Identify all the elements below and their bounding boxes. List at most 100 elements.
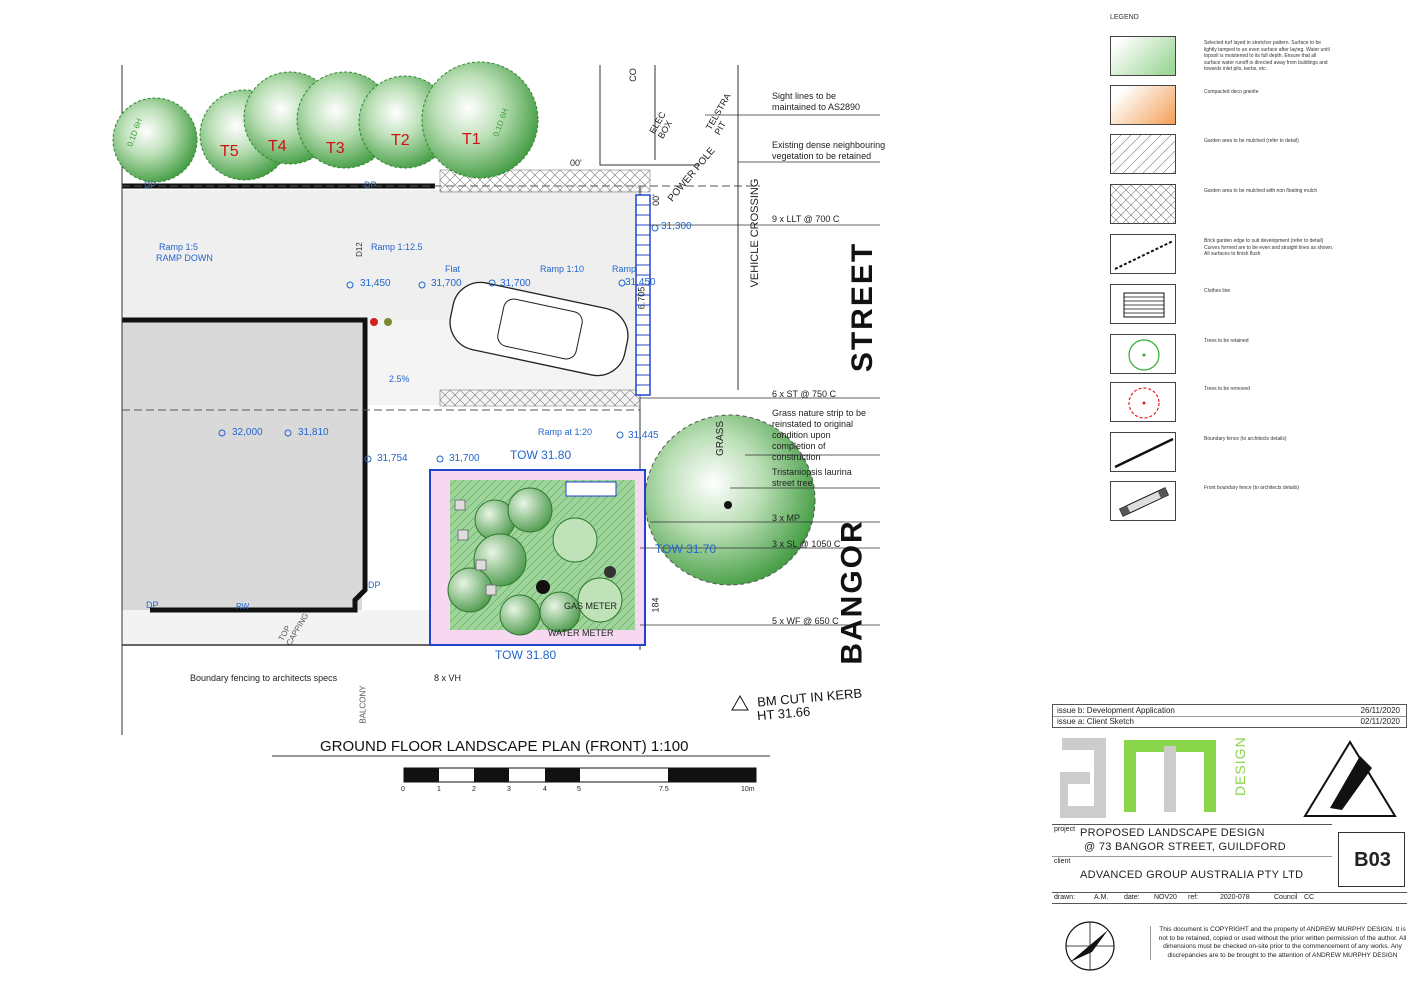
- boundary-fence-swatch: [1110, 432, 1176, 472]
- vehicle-crossing-label: VEHICLE CROSSING: [749, 178, 761, 288]
- dim-label: 00': [650, 194, 661, 206]
- legend-item-granite: Compacted deco granite: [1110, 85, 1370, 125]
- dp-label: DP: [144, 180, 157, 190]
- meta-row: drawn: A.M. date: NOV20 ref: 2020-078 Co…: [1052, 892, 1407, 904]
- tree-retained-swatch: [1110, 334, 1176, 374]
- boundary-fencing-label: Boundary fencing to architects specs: [190, 673, 338, 683]
- legend-text: Brick garden edge to suit development (r…: [1204, 238, 1334, 257]
- ramp-label: Flat: [445, 264, 461, 274]
- scale-tick: 10m: [741, 786, 755, 793]
- copyright-note: This document is COPYRIGHT and the prope…: [1150, 926, 1410, 960]
- sheet-number: B03: [1354, 849, 1391, 871]
- level-label: 31,450: [360, 278, 391, 289]
- building-floor: [122, 320, 362, 610]
- level-label: 31,810: [298, 427, 329, 438]
- gas-meter-label: GAS METER: [564, 601, 618, 611]
- drawn-value: A.M.: [1094, 894, 1109, 901]
- turf-swatch: [1110, 36, 1176, 76]
- scale-tick: 1: [437, 786, 441, 793]
- legend-item-mulch-nonfloat: Garden area to be mulched with non float…: [1110, 184, 1370, 224]
- car: [449, 281, 629, 377]
- legend-text: Garden area to be mulched with non float…: [1204, 188, 1318, 194]
- dim-label: 00': [570, 158, 582, 168]
- side-path: [122, 610, 432, 645]
- legend-title: LEGEND: [1110, 14, 1139, 21]
- dp-label: DP: [364, 180, 377, 190]
- issue-label: issue b: Development Application: [1057, 706, 1175, 715]
- legend-item-tree-removed: Trees to be removed: [1110, 382, 1370, 422]
- sheet-number-box: B03: [1338, 832, 1405, 887]
- balcony-label: BALCONY: [358, 685, 368, 724]
- rw-label: RW: [236, 602, 250, 611]
- legend-text: Clothes line: [1204, 288, 1231, 294]
- ramp-label: Ramp: [612, 264, 637, 274]
- drawing-title: GROUND FLOOR LANDSCAPE PLAN (FRONT) 1:10…: [320, 738, 689, 755]
- project-block: project PROPOSED LANDSCAPE DESIGN @ 73 B…: [1052, 824, 1332, 854]
- vh-label: 8 x VH: [434, 673, 462, 683]
- date-value: NOV20: [1154, 894, 1177, 901]
- clothes-line-swatch: [1110, 284, 1176, 324]
- legend-item-tree-retained: Trees to be retained: [1110, 334, 1370, 374]
- legend-text: Trees to be retained: [1204, 338, 1249, 344]
- tree-label-t1: T1: [462, 131, 481, 148]
- client-label: client: [1054, 858, 1071, 865]
- ramp-label: Ramp 1:5: [159, 242, 199, 252]
- slope-label: 2.5%: [389, 374, 410, 384]
- callout-nature-strip: Grass nature strip to be reinstated to o…: [772, 408, 867, 462]
- scale-tick: 5: [577, 786, 581, 793]
- legend-item-mulch: Garden area to be mulched (refer to deta…: [1110, 134, 1370, 174]
- water-meter-label: WATER METER: [548, 628, 614, 638]
- legend-item-front-fence: Front boundary fence (to architects deta…: [1110, 481, 1370, 521]
- d12-label: D12: [354, 242, 364, 257]
- ref-label: ref:: [1188, 894, 1199, 901]
- issue-label: issue a: Client Sketch: [1057, 717, 1134, 726]
- callout-st: 6 x ST @ 750 C: [772, 389, 836, 399]
- company-logo: [1060, 738, 1216, 818]
- legend-text: Boundary fence (to architects details): [1204, 436, 1287, 442]
- tree-removed-swatch: [1110, 382, 1176, 422]
- callout-sl: 3 x SL @ 1050 C: [772, 539, 841, 549]
- legend-text: Garden area to be mulched (refer to deta…: [1204, 138, 1299, 144]
- legend-item-brick-edge: Brick garden edge to suit development (r…: [1110, 234, 1370, 274]
- legend-text: Compacted deco granite: [1204, 89, 1259, 95]
- street-label: STREET: [846, 241, 880, 373]
- callout-sight-lines: Sight lines to be maintained to AS2890: [772, 91, 861, 112]
- level-label: 31,450: [625, 277, 656, 288]
- tow-label: TOW 31.80: [495, 648, 557, 662]
- callout-mp: 3 x MP: [772, 513, 801, 523]
- tree-label-t4: T4: [268, 138, 287, 155]
- nonfloat-mulch-swatch: [1110, 184, 1176, 224]
- council-label: Council: [1274, 894, 1298, 901]
- issue-table: issue b: Development Application 26/11/2…: [1052, 704, 1407, 728]
- level-label: 31,700: [500, 278, 531, 289]
- dp-label: DP: [368, 580, 381, 590]
- level-label: 31,700: [431, 278, 462, 289]
- ramp-label: RAMP DOWN: [156, 253, 213, 263]
- scale-tick: 0: [401, 786, 405, 793]
- callout-street-tree: Tristaniopsis laurina street tree: [772, 467, 852, 488]
- street-name-label: BANGOR: [835, 519, 869, 665]
- issue-date: 02/11/2020: [1360, 717, 1400, 726]
- dim-label: 184: [650, 597, 661, 613]
- issue-date: 26/11/2020: [1360, 706, 1400, 715]
- callout-neighbour-vegetation: Existing dense neighbouring vegetation t…: [772, 140, 886, 161]
- project-name: PROPOSED LANDSCAPE DESIGN: [1080, 827, 1265, 839]
- legend-item-turf: Selected turf layed in stretcher pattern…: [1110, 36, 1370, 76]
- date-label: date:: [1124, 894, 1140, 901]
- brick-edge-swatch: [1110, 234, 1176, 274]
- callout-wf: 5 x WF @ 650 C: [772, 616, 839, 626]
- front-garden: [429, 469, 646, 646]
- callout-llt: 9 x LLT @ 700 C: [772, 214, 840, 224]
- legend-text: Front boundary fence (to architects deta…: [1204, 485, 1300, 491]
- aila-logo: [1303, 740, 1397, 817]
- council-value: CC: [1304, 894, 1315, 901]
- tree-label-t2: T2: [391, 132, 410, 149]
- drawn-label: drawn:: [1054, 894, 1076, 901]
- legend-item-clothes-line: Clothes line: [1110, 284, 1370, 324]
- level-label: 31,445: [628, 430, 659, 441]
- mulch-swatch: [1110, 134, 1176, 174]
- tree-label-t3: T3: [326, 140, 345, 157]
- front-fence-swatch: [1110, 481, 1176, 521]
- granite-swatch: [1110, 85, 1176, 125]
